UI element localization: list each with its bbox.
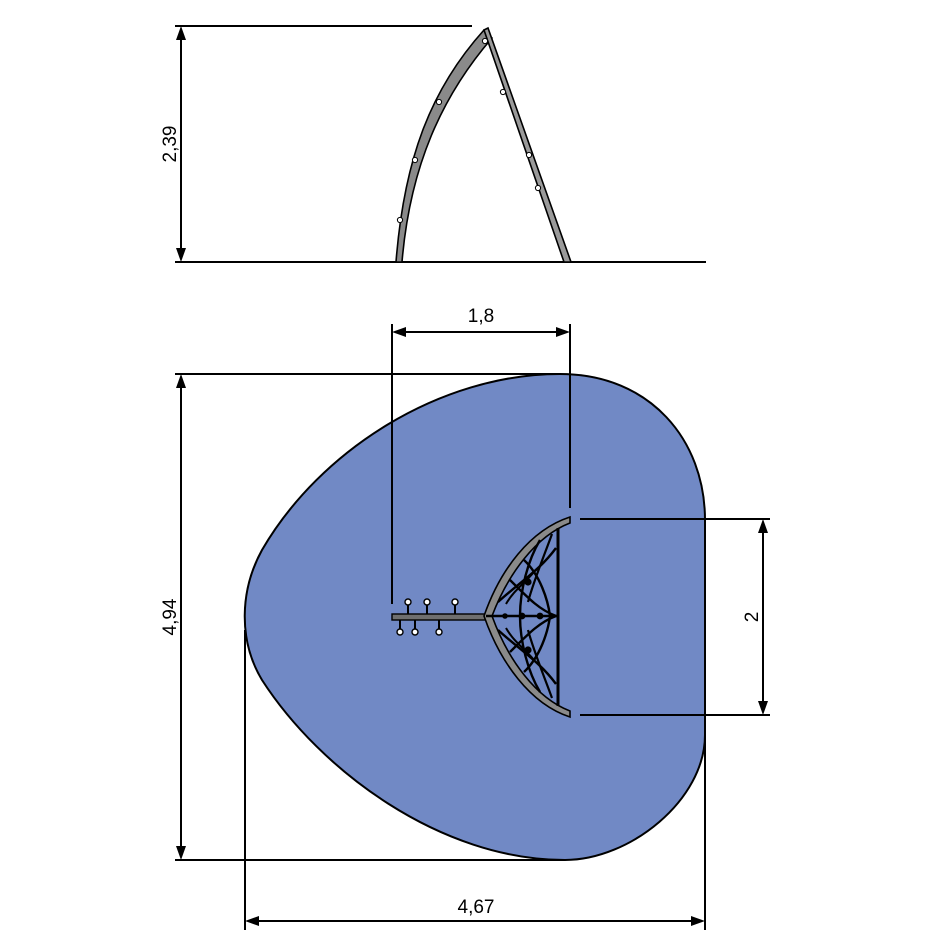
offset-arrow-left xyxy=(392,327,406,337)
joint-marker xyxy=(499,88,507,96)
offset-arrow-right xyxy=(556,327,570,337)
joint-marker xyxy=(481,37,489,45)
net-arch-frame xyxy=(483,515,571,719)
width-arrow-right xyxy=(691,916,705,926)
offset-label: 1,8 xyxy=(468,306,494,327)
side-elevation-view: 2,39 xyxy=(160,25,706,263)
net-label: 2 xyxy=(742,612,763,623)
joint-marker xyxy=(525,151,533,159)
height-label: 2,39 xyxy=(160,126,181,163)
ground-beam xyxy=(391,598,487,636)
rear-support-leg xyxy=(483,26,573,263)
width-arrow-left xyxy=(245,916,259,926)
height-arrow-top xyxy=(176,26,186,40)
joint-marker xyxy=(435,98,443,106)
width-label: 4,67 xyxy=(458,897,495,918)
joint-marker xyxy=(411,156,419,164)
height-arrow-bottom xyxy=(176,248,186,262)
depth-label: 4,94 xyxy=(160,598,181,635)
net-arrow-bottom xyxy=(758,701,768,715)
net-arrow-top xyxy=(758,519,768,533)
plan-view: 1,8 4,94 2 4,67 xyxy=(160,306,770,930)
joint-marker xyxy=(396,216,404,224)
climbing-net xyxy=(483,515,571,719)
depth-arrow-bottom xyxy=(176,846,186,860)
arch-tube xyxy=(395,28,494,263)
depth-arrow-top xyxy=(176,374,186,388)
joint-marker xyxy=(534,184,542,192)
